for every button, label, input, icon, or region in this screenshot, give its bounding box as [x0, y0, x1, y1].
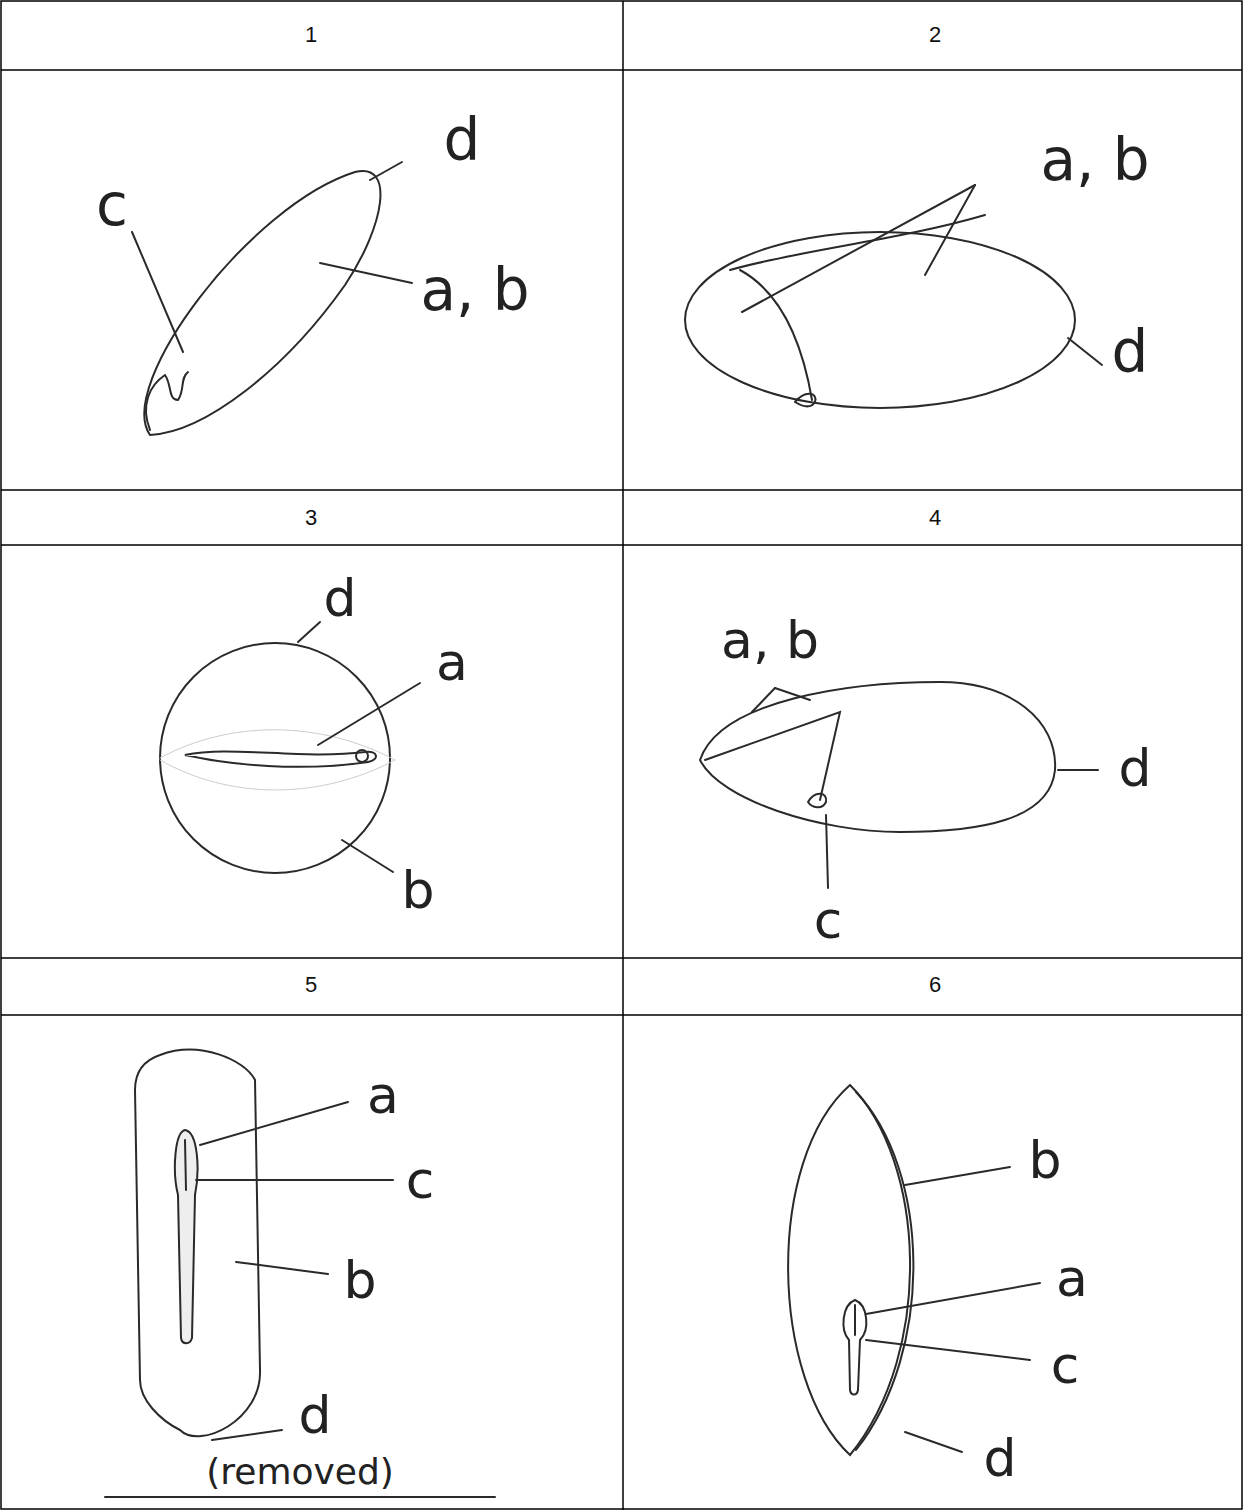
panel-number: 4: [929, 507, 941, 529]
part-label: b: [1028, 1134, 1061, 1186]
part-label: a, b: [420, 261, 529, 319]
panel-number: 1: [305, 24, 317, 46]
part-label: c: [406, 1154, 435, 1206]
part-label: d: [323, 572, 356, 624]
part-label: b: [401, 864, 434, 916]
part-label: a, b: [721, 614, 819, 666]
part-label: c: [814, 894, 843, 946]
part-label: d: [1118, 742, 1151, 794]
part-label: c: [96, 176, 128, 234]
part-label: a: [367, 1069, 399, 1121]
part-label: d: [444, 111, 481, 169]
part-label: a: [1056, 1252, 1088, 1304]
panel-number: 5: [305, 974, 317, 996]
part-label: a, b: [1040, 131, 1149, 189]
panel-number: 2: [929, 24, 941, 46]
part-label: c: [1051, 1339, 1080, 1391]
part-label: a: [436, 636, 468, 688]
part-label: d: [1112, 323, 1149, 381]
part-label: (removed): [206, 1454, 394, 1490]
sketches: [105, 162, 1102, 1497]
part-label: d: [983, 1432, 1016, 1484]
part-label: d: [298, 1389, 331, 1441]
panel-number: 3: [305, 507, 317, 529]
part-label: b: [343, 1254, 376, 1306]
panel-number: 6: [929, 974, 941, 996]
